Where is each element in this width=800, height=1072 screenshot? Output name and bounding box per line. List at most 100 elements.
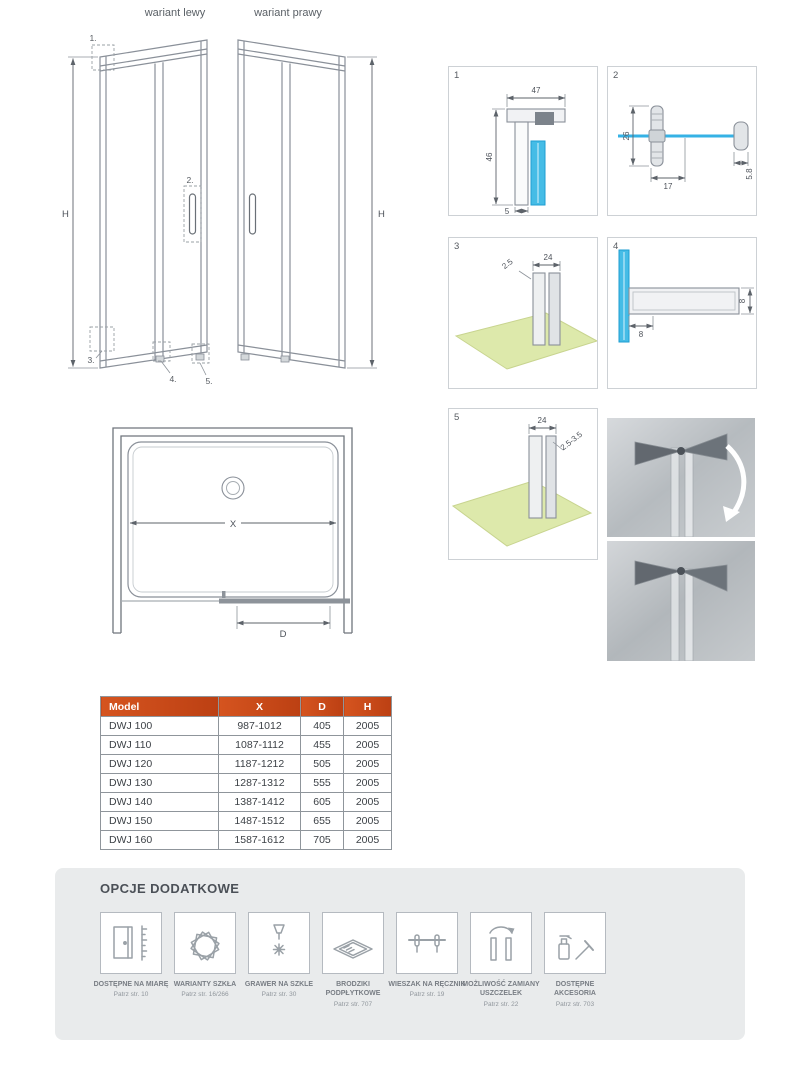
cell-h: 2005 (343, 735, 392, 755)
cell-model: DWJ 140 (100, 792, 219, 812)
option-title: MOŻLIWOŚĆ ZAMIANY USZCZELEK (462, 981, 540, 998)
detail-2: 2 26 17 5.8 (607, 66, 757, 216)
detail-4-number: 4 (613, 241, 619, 252)
sliding-door (219, 598, 350, 604)
detail-3: 3 24 2.5 (448, 237, 599, 389)
floor (451, 480, 593, 547)
option-page-ref: Patrz str. 30 (261, 991, 297, 999)
dim-5: 5 (505, 207, 510, 215)
cell-d: 655 (300, 811, 344, 831)
cell-d: 405 (300, 716, 344, 736)
option-title: DOSTĘPNE AKCESORIA (553, 981, 596, 998)
option-title: WIESZAK NA RĘCZNIK (388, 981, 466, 988)
option-caption: WIESZAK NA RĘCZNIK Patrz str. 19 (387, 980, 467, 1000)
bottom-profile-section-drawing: 24 2.5 (454, 253, 599, 370)
cell-x: 987-1012 (218, 716, 301, 736)
end-cap (733, 121, 749, 151)
dim-17: 17 (664, 182, 673, 191)
seal-photo-top (607, 418, 755, 537)
cell-x: 1487-1512 (218, 811, 301, 831)
cell-h: 2005 (343, 792, 392, 812)
callout-1-label: 1. (89, 33, 96, 43)
cell-x: 1187-1212 (218, 754, 301, 774)
option-glass-variants (174, 912, 236, 974)
dim-8-bottom: 8 (639, 330, 644, 339)
walls (112, 427, 353, 634)
wall-profile-section-drawing: 47 46 5 (485, 86, 566, 216)
door-variants-drawing: H 1. 2. 3. 4. 5. H (62, 33, 385, 386)
option-caption: GRAWER NA SZKLE Patrz str. 30 (239, 980, 319, 1000)
option-page-ref: Patrz str. 703 (555, 1000, 595, 1008)
d-dim-label: D (280, 629, 287, 640)
callout-4-label: 4. (169, 374, 176, 384)
cell-h: 2005 (343, 773, 392, 793)
dim-26: 26 (622, 131, 631, 140)
option-glass-engraving (248, 912, 310, 974)
h-dim-label-left: H (62, 209, 69, 220)
detail-4: 4 8 8 (607, 237, 757, 389)
dim-2-5-3-5: 2.5-3.5 (559, 429, 585, 452)
detail-2-number: 2 (613, 70, 619, 81)
option-caption: WARIANTY SZKŁA Patrz str. 16/266 (165, 980, 245, 1000)
cell-d: 455 (300, 735, 344, 755)
x-dim-label: X (230, 519, 237, 530)
cell-h: 2005 (343, 716, 392, 736)
option-towel-hanger (396, 912, 458, 974)
left-door-drawing (99, 39, 208, 369)
cell-model: DWJ 160 (100, 830, 219, 850)
option-title: DOSTĘPNE NA MIARĘ (93, 981, 169, 988)
dim-24: 24 (538, 416, 547, 425)
cell-model: DWJ 100 (100, 716, 219, 736)
cell-h: 2005 (343, 754, 392, 774)
seal-profile-section-drawing: 24 2.5-3.5 (451, 416, 593, 547)
dim-5-8: 5.8 (745, 168, 754, 180)
seal-profile-photo-with-arrow (607, 418, 755, 537)
header-model: Model (100, 696, 219, 717)
option-caption: DOSTĘPNE AKCESORIA Patrz str. 703 (535, 980, 615, 1010)
swap-arrow (725, 444, 747, 514)
option-caption: DOSTĘPNE NA MIARĘ Patrz str. 10 (91, 980, 171, 1000)
dim-24: 24 (544, 253, 553, 262)
header-d: D (300, 696, 344, 717)
accessories-icon (558, 935, 594, 960)
option-shower-tray (322, 912, 384, 974)
header-h: H (343, 696, 392, 717)
towel-hanger-icon (408, 934, 446, 953)
option-title: GRAWER NA SZKLE (244, 981, 314, 988)
option-title: WARIANTY SZKŁA (173, 981, 237, 988)
towel-bar-section-drawing: 26 17 5.8 (618, 105, 754, 191)
additional-options-panel: OPCJE DODATKOWE (55, 868, 745, 1040)
variant-right-label: wariant prawy (254, 7, 322, 19)
dim-46: 46 (485, 152, 494, 161)
door-measure-icon (113, 925, 148, 961)
option-page-ref: Patrz str. 16/266 (181, 991, 229, 999)
options-title: OPCJE DODATKOWE (100, 881, 240, 896)
option-page-ref: Patrz str. 19 (409, 991, 445, 999)
option-caption: MOŻLIWOŚĆ ZAMIANY USZCZELEK Patrz str. 2… (461, 980, 541, 1010)
right-door-drawing (237, 39, 346, 369)
rail-profile-section-drawing: 8 8 (618, 249, 754, 343)
cell-x: 1287-1312 (218, 773, 301, 793)
shower-tray-icon (333, 939, 373, 959)
table-header-row: Model X D H (100, 696, 392, 717)
cell-d: 705 (300, 830, 344, 850)
door-handle (188, 193, 197, 235)
detail-5-number: 5 (454, 412, 460, 423)
header-x: X (218, 696, 301, 717)
callout-5-label: 5. (205, 376, 212, 386)
seal-photo-bottom (607, 541, 755, 661)
seal-profile-photo-swapped (607, 541, 755, 661)
seal-swap-icon (489, 926, 515, 961)
detail-3-number: 3 (454, 241, 460, 252)
callout-2-label: 2. (186, 175, 193, 185)
option-page-ref: Patrz str. 22 (483, 1000, 519, 1008)
option-seal-swap (470, 912, 532, 974)
cell-model: DWJ 150 (100, 811, 219, 831)
cell-d: 505 (300, 754, 344, 774)
detail-5: 5 24 2.5-3.5 (448, 408, 598, 560)
cell-d: 605 (300, 792, 344, 812)
